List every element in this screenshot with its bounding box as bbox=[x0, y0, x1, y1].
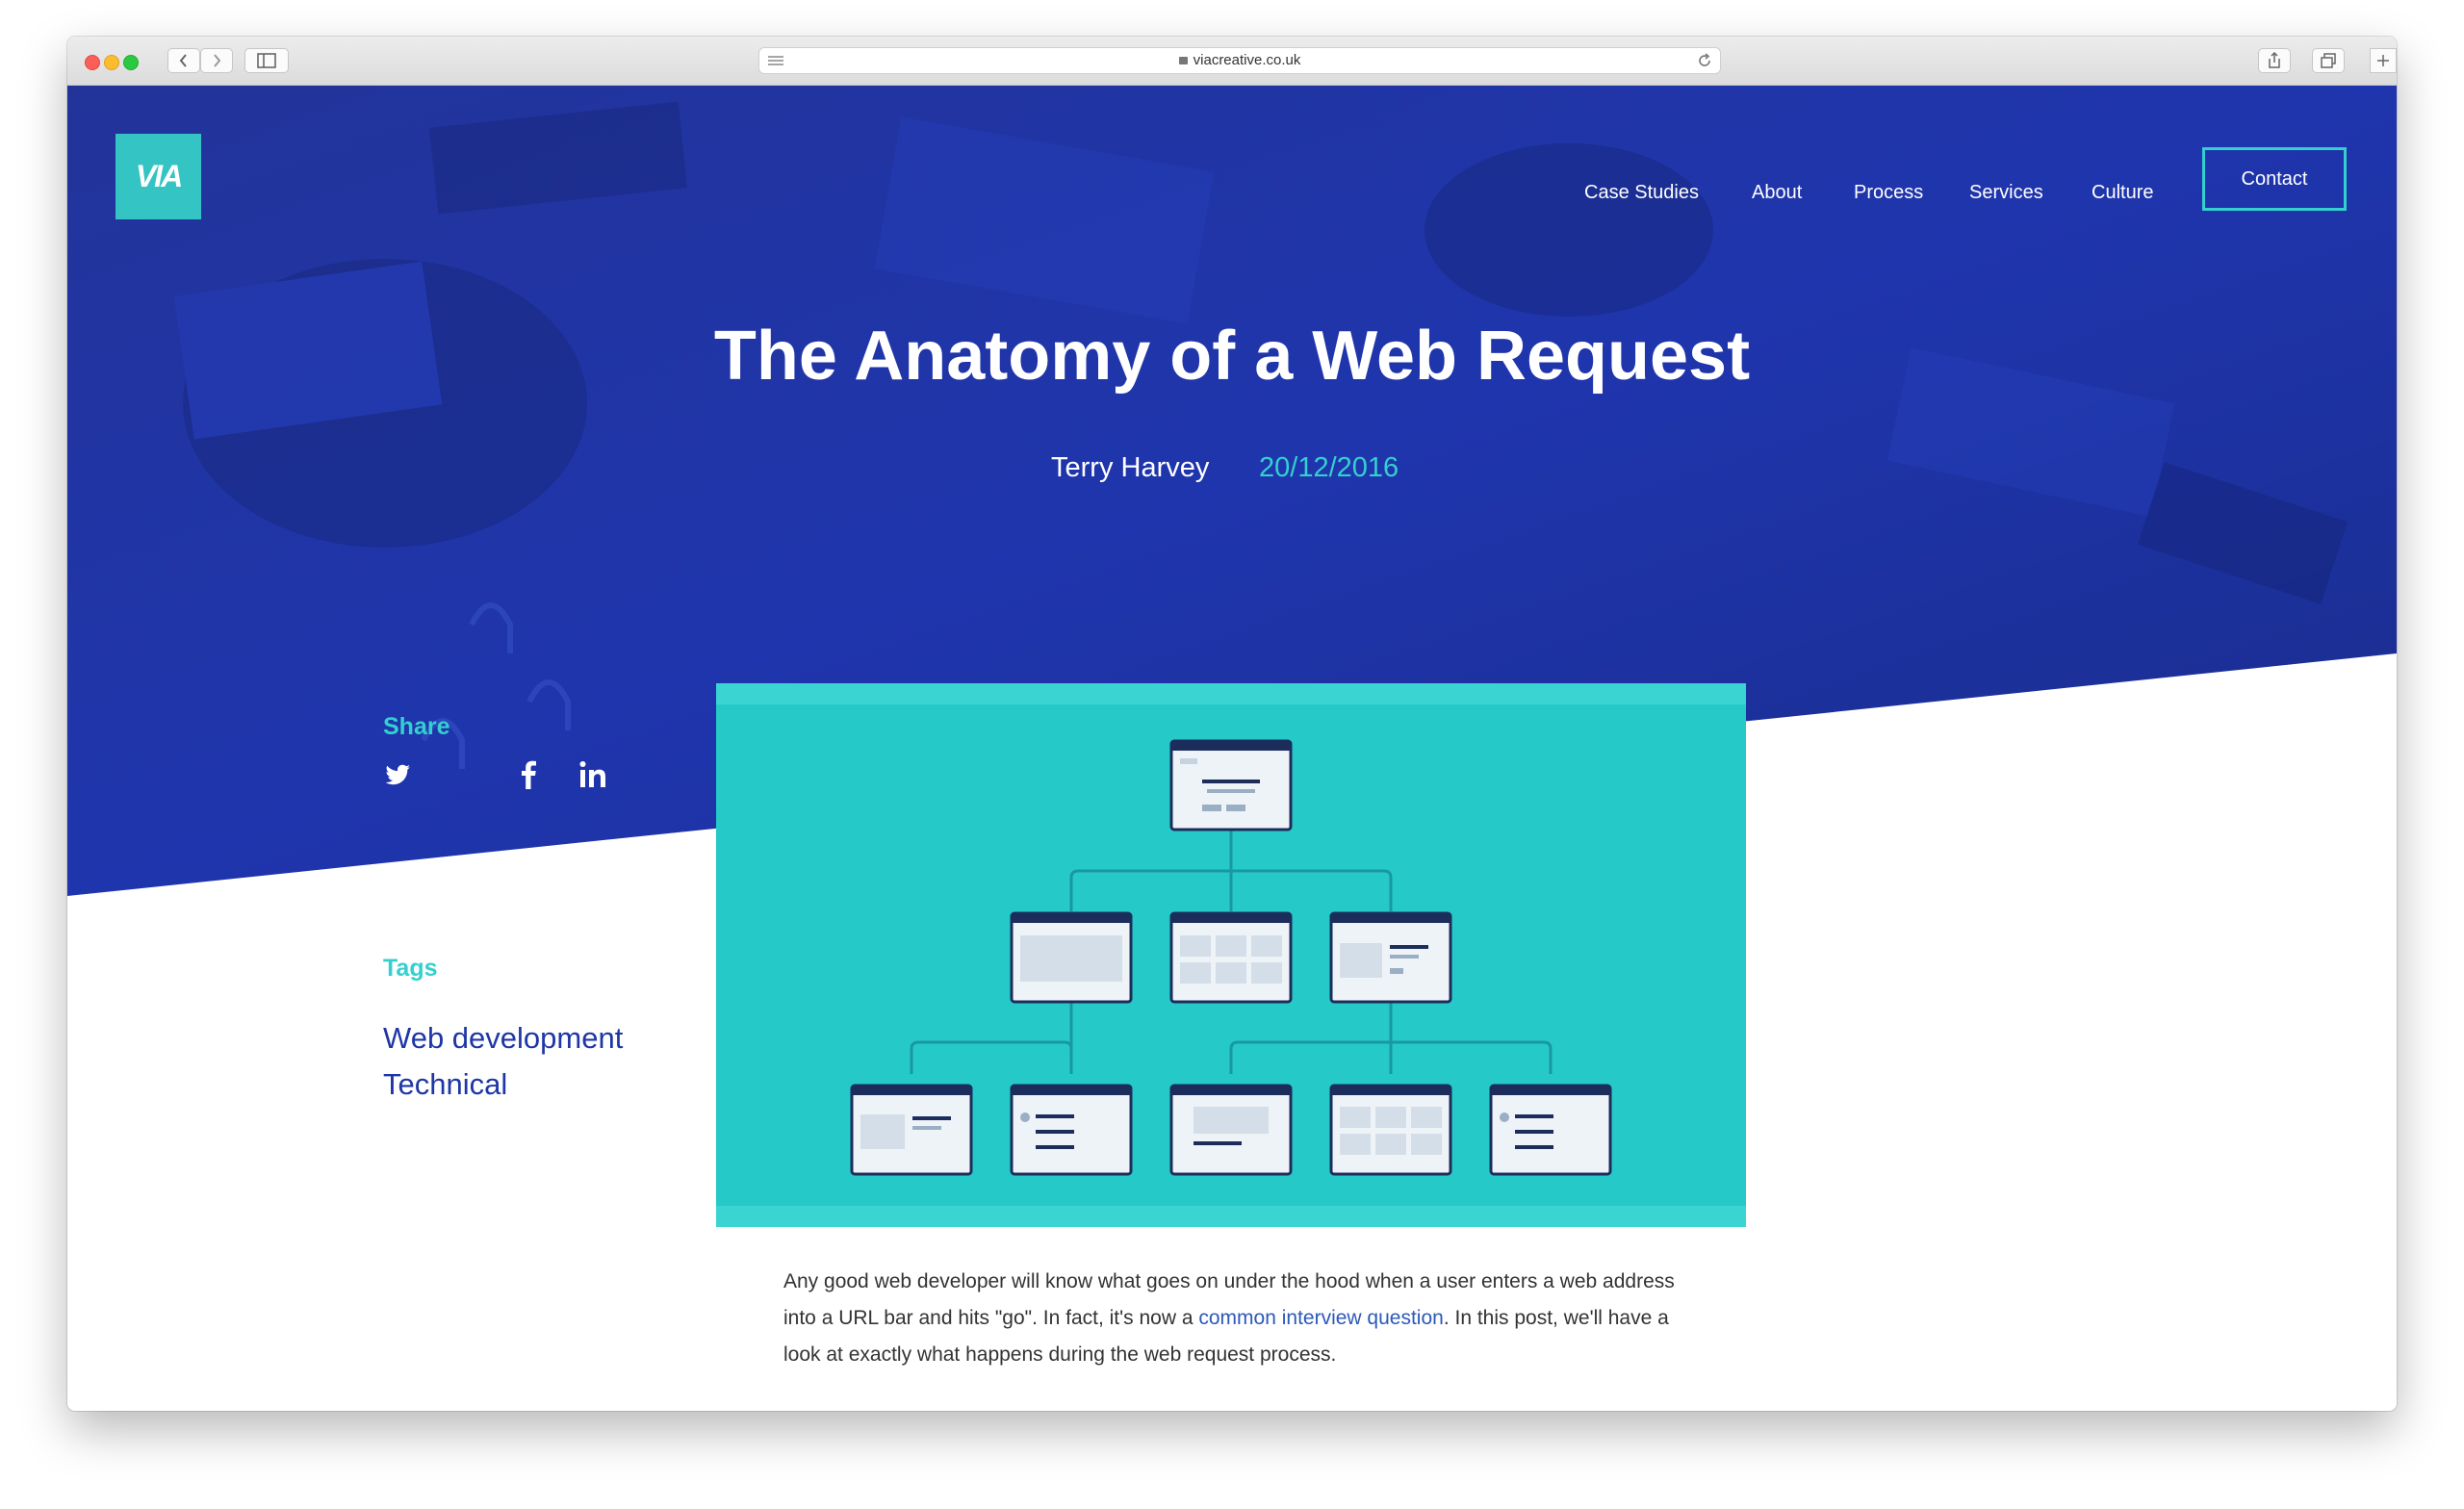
address-bar[interactable]: viacreative.co.uk bbox=[758, 47, 1721, 74]
browser-toolbar: viacreative.co.uk bbox=[67, 37, 2397, 86]
close-window-button[interactable] bbox=[85, 55, 100, 70]
article-title: The Anatomy of a Web Request bbox=[713, 318, 1751, 395]
logo-text: VIA bbox=[135, 159, 183, 193]
minimize-window-button[interactable] bbox=[104, 55, 119, 70]
share-icon bbox=[2269, 51, 2280, 68]
tag-web-development[interactable]: Web development bbox=[383, 1021, 624, 1055]
reload-icon[interactable] bbox=[1697, 53, 1712, 68]
tabs-overview-button[interactable] bbox=[2312, 48, 2345, 73]
nav-services[interactable]: Services bbox=[1969, 182, 2043, 203]
web-page: VIA Case Studies About Process Services … bbox=[67, 86, 2397, 1411]
hero-background bbox=[67, 86, 2397, 896]
nav-culture[interactable]: Culture bbox=[2092, 182, 2154, 203]
tags-label: Tags bbox=[383, 955, 438, 982]
share-label: Share bbox=[383, 713, 450, 740]
wireframe-row2 bbox=[1010, 911, 1452, 1004]
sidebar-icon bbox=[257, 53, 276, 68]
nav-process[interactable]: Process bbox=[1854, 182, 1924, 203]
article-intro-paragraph: Any good web developer will know what go… bbox=[783, 1264, 1707, 1373]
tag-technical[interactable]: Technical bbox=[383, 1067, 508, 1101]
wireframe-root bbox=[1169, 739, 1293, 831]
facebook-icon[interactable] bbox=[520, 759, 537, 790]
zoom-window-button[interactable] bbox=[123, 55, 139, 70]
contact-button[interactable]: Contact bbox=[2202, 147, 2347, 211]
url-text-wrap: viacreative.co.uk bbox=[759, 48, 1720, 73]
linkedin-icon[interactable] bbox=[579, 759, 608, 790]
new-tab-button[interactable] bbox=[2370, 48, 2397, 73]
wireframe-row3 bbox=[850, 1084, 1612, 1176]
share-page-button[interactable] bbox=[2258, 48, 2291, 73]
reader-icon bbox=[768, 56, 783, 65]
chevron-left-icon bbox=[179, 54, 187, 67]
sidebar-toggle-button[interactable] bbox=[244, 48, 289, 73]
intro-text-end: . In this post, we'll have a look at exa… bbox=[783, 1307, 1669, 1366]
article-author: Terry Harvey bbox=[1051, 452, 1210, 483]
site-logo[interactable]: VIA bbox=[116, 134, 201, 219]
twitter-icon[interactable] bbox=[383, 759, 412, 790]
lock-icon bbox=[1178, 57, 1188, 64]
plus-icon bbox=[2377, 55, 2389, 66]
tabs-icon bbox=[2321, 53, 2336, 68]
article-date: 20/12/2016 bbox=[1259, 452, 1399, 483]
intro-text-start: Any good web developer will know what go… bbox=[783, 1270, 1675, 1329]
forward-button[interactable] bbox=[200, 48, 233, 73]
sitemap-illustration bbox=[716, 683, 1746, 1227]
browser-window: viacreative.co.uk bbox=[67, 37, 2397, 1411]
nav-case-studies[interactable]: Case Studies bbox=[1584, 182, 1699, 203]
interview-question-link[interactable]: common interview question bbox=[1198, 1307, 1444, 1329]
nav-about[interactable]: About bbox=[1752, 182, 1803, 203]
chevron-right-icon bbox=[214, 54, 221, 67]
url-text: viacreative.co.uk bbox=[1193, 52, 1301, 68]
back-button[interactable] bbox=[167, 48, 200, 73]
